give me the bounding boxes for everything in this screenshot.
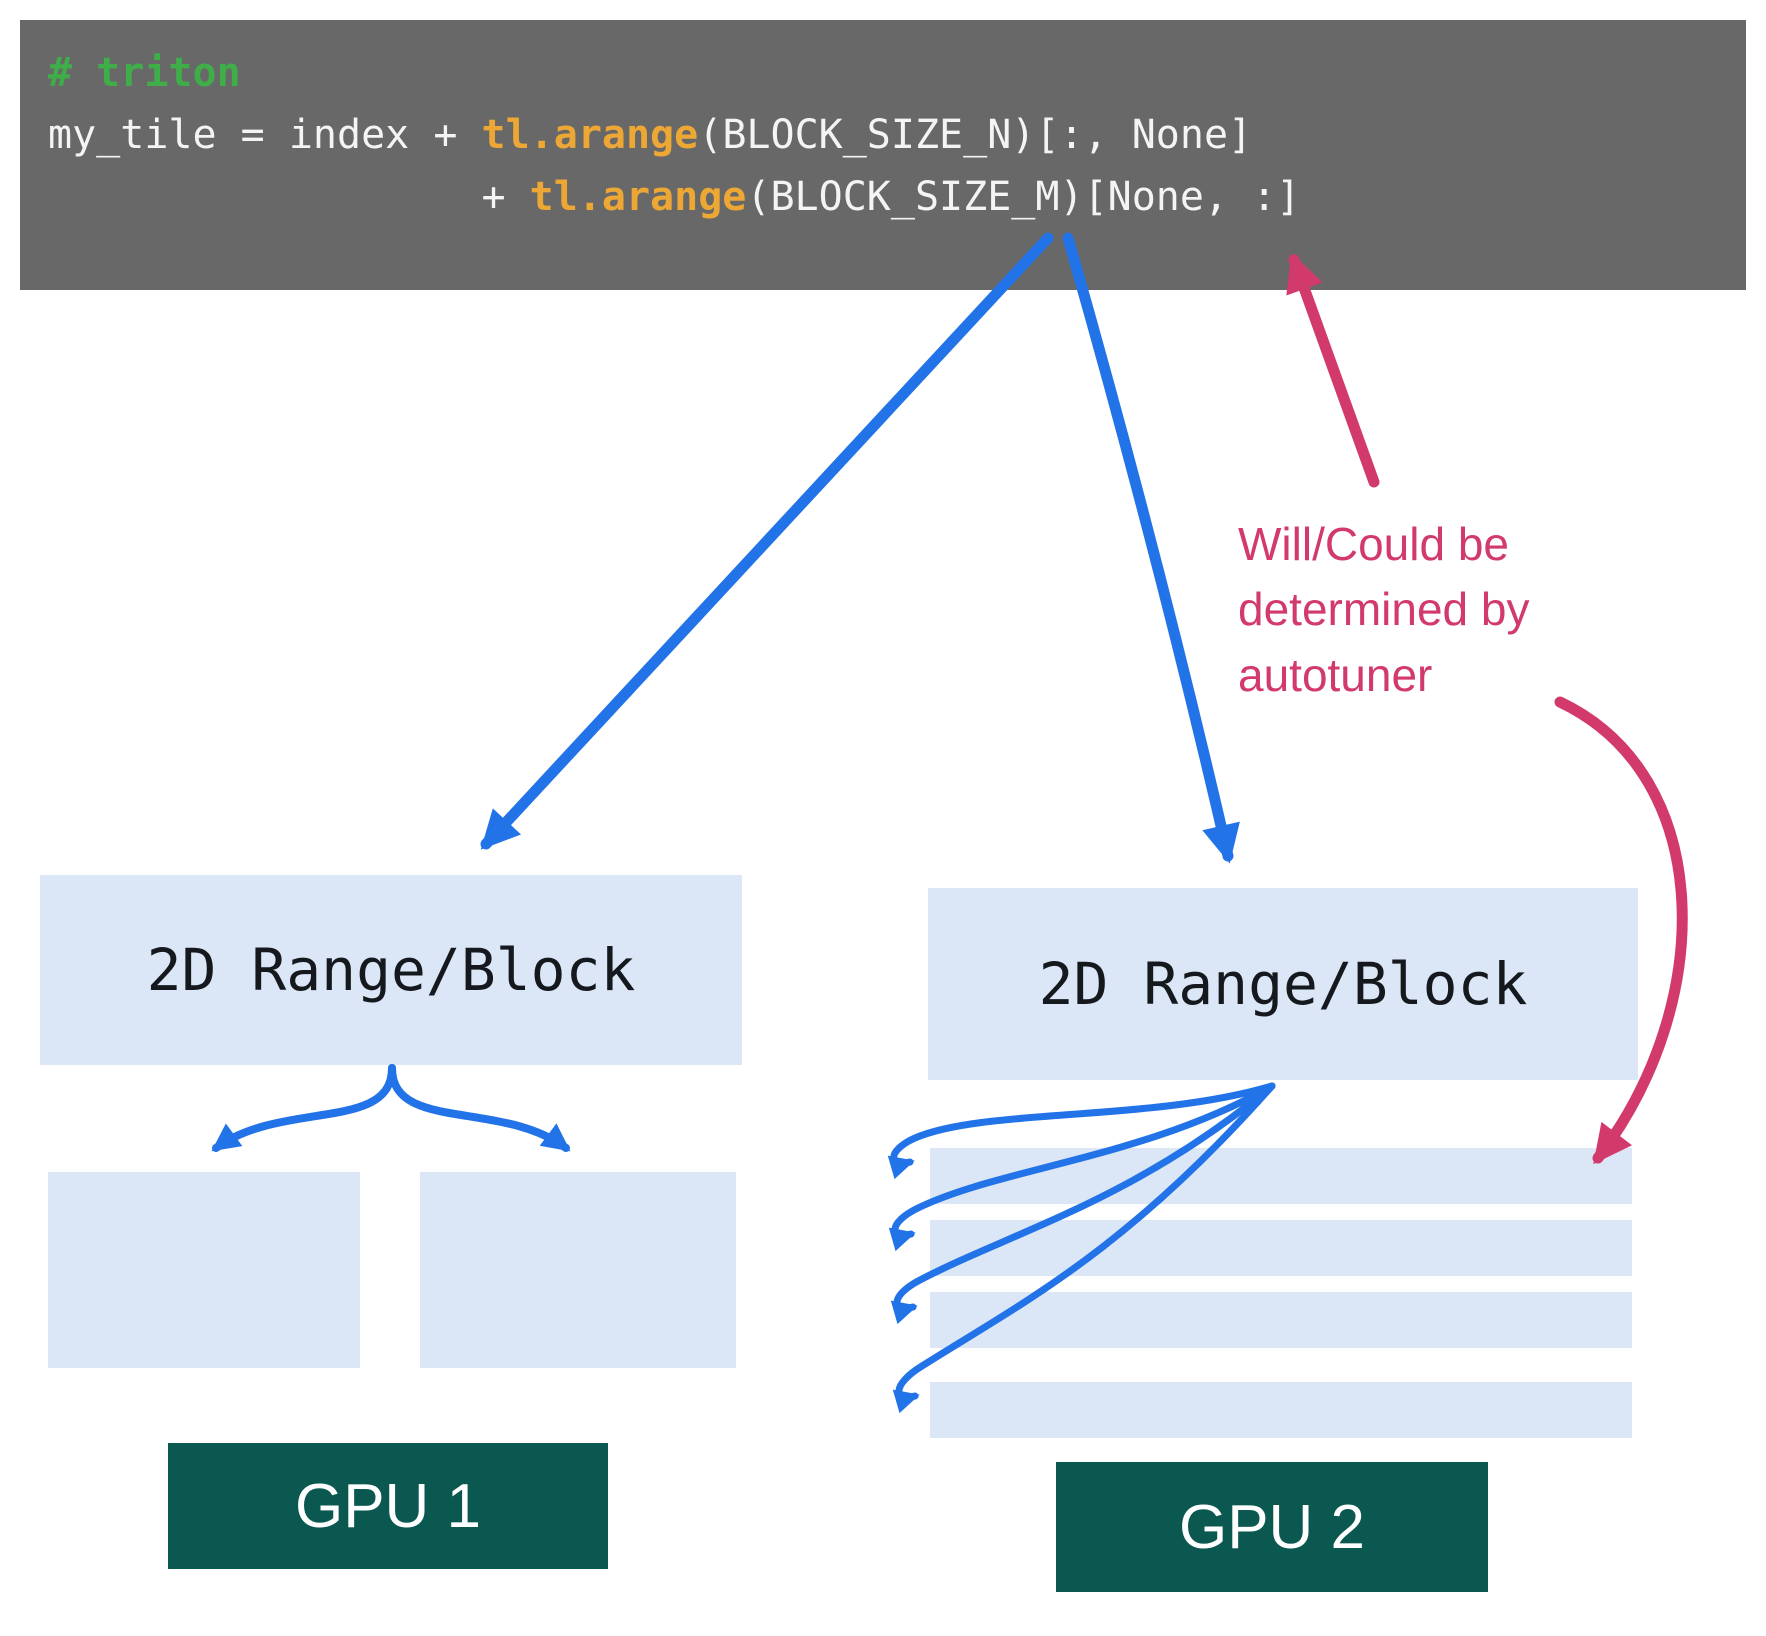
code-line-2: + tl.arange(BLOCK_SIZE_M)[None, :] xyxy=(48,166,1718,228)
arrow-code-to-left-block-icon xyxy=(480,232,1054,850)
left-subblock-2 xyxy=(420,1172,736,1368)
right-range-block-label: 2D Range/Block xyxy=(1038,950,1528,1018)
left-subblock-1 xyxy=(48,1172,360,1368)
code-snippet: # triton my_tile = index + tl.arange(BLO… xyxy=(20,20,1746,290)
autotuner-annotation: Will/Could be determined by autotuner xyxy=(1238,518,1530,701)
right-stripe-4 xyxy=(930,1382,1632,1438)
arrow-split-left-icon xyxy=(211,1064,396,1152)
code-comment: # triton xyxy=(48,50,241,96)
code-comment-line: # triton xyxy=(48,42,1718,104)
code-line-2-func: tl.arange xyxy=(529,174,747,220)
gpu-2-box: GPU 2 xyxy=(1056,1462,1488,1592)
left-range-block-label: 2D Range/Block xyxy=(146,936,636,1004)
code-line-2-post: (BLOCK_SIZE_M)[None, :] xyxy=(746,174,1301,220)
right-range-block: 2D Range/Block xyxy=(928,888,1638,1080)
gpu-1-label: GPU 1 xyxy=(294,1471,482,1541)
left-range-block: 2D Range/Block xyxy=(40,875,742,1065)
arrow-code-to-right-block-icon xyxy=(1062,232,1240,864)
code-line-1: my_tile = index + tl.arange(BLOCK_SIZE_N… xyxy=(48,104,1718,166)
right-stripe-1 xyxy=(930,1148,1632,1204)
gpu-2-label: GPU 2 xyxy=(1178,1492,1366,1562)
code-line-2-pre: + xyxy=(48,174,530,220)
code-line-1-post: (BLOCK_SIZE_N)[:, None] xyxy=(698,112,1253,158)
right-stripe-2 xyxy=(930,1220,1632,1276)
right-stripe-3 xyxy=(930,1292,1632,1348)
gpu-1-box: GPU 1 xyxy=(168,1443,608,1569)
arrow-annotation-to-code-icon xyxy=(1286,252,1380,488)
code-line-1-func: tl.arange xyxy=(481,112,699,158)
code-line-1-pre: my_tile = index + xyxy=(48,112,482,158)
arrow-split-right-icon xyxy=(388,1064,571,1152)
